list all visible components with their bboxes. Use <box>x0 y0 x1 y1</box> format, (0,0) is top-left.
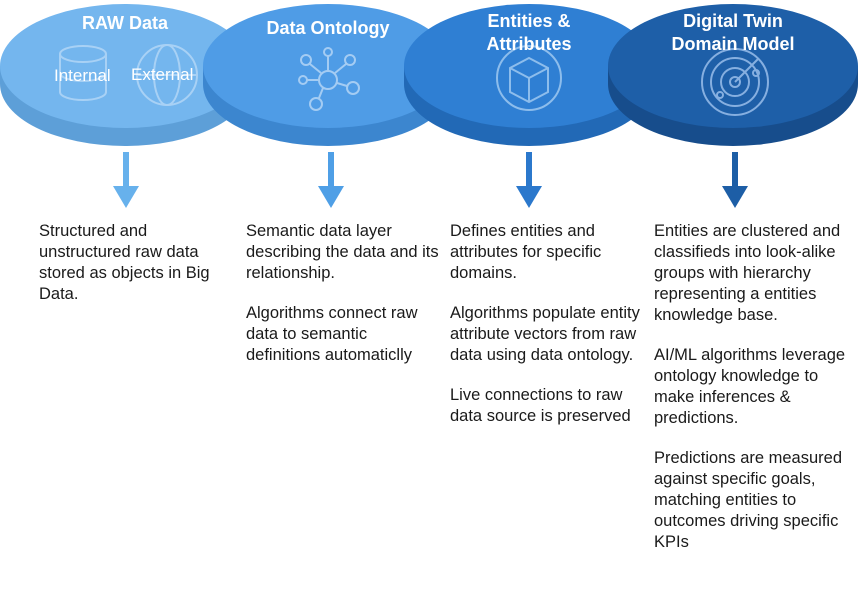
digital-twin-disc <box>608 4 858 146</box>
description-paragraph: AI/ML algorithms leverage ontology knowl… <box>654 346 846 427</box>
database-icon <box>59 45 107 101</box>
radar-target-icon <box>701 48 769 116</box>
digital-twin-description: Entities are clustered and classifieds i… <box>654 221 854 572</box>
globe-icon <box>136 44 198 106</box>
down-arrow-icon <box>516 152 542 208</box>
down-arrow-icon <box>722 152 748 208</box>
description-paragraph: Algorithms connect raw data to semantic … <box>246 304 418 364</box>
description-paragraph: Semantic data layer describing the data … <box>246 222 439 282</box>
stage-data-ontology: Data Ontology <box>203 0 453 150</box>
description-paragraph: Predictions are measured against specifi… <box>654 449 843 551</box>
description-paragraph: Entities are clustered and classifieds i… <box>654 222 841 324</box>
stage-title: Digital Twin Domain Model <box>671 11 795 54</box>
stage-digital-twin: Digital Twin Domain Model <box>608 0 858 150</box>
stage-raw-data: RAW Data Internal External <box>0 0 250 150</box>
raw-data-description: Structured and unstructured raw data sto… <box>39 221 234 324</box>
stage-title: Entities & Attributes <box>486 11 572 54</box>
entities-attributes-description: Defines entities and attributes for spec… <box>450 221 646 446</box>
cube-icon <box>496 45 562 111</box>
stage-entities-attributes: Entities & Attributes <box>404 0 654 150</box>
description-paragraph: Live connections to raw data source is p… <box>450 386 631 425</box>
stage-title: Data Ontology <box>266 18 390 38</box>
description-paragraph: Algorithms populate entity attribute vec… <box>450 304 640 364</box>
description-paragraph: Structured and unstructured raw data sto… <box>39 222 210 303</box>
stage-title: RAW Data <box>81 13 168 33</box>
data-ontology-description: Semantic data layer describing the data … <box>246 221 444 385</box>
external-label: External <box>131 65 194 84</box>
down-arrow-icon <box>113 152 139 208</box>
network-graph-icon <box>298 47 360 111</box>
internal-label: Internal <box>54 66 111 85</box>
down-arrow-icon <box>318 152 344 208</box>
description-paragraph: Defines entities and attributes for spec… <box>450 222 602 282</box>
